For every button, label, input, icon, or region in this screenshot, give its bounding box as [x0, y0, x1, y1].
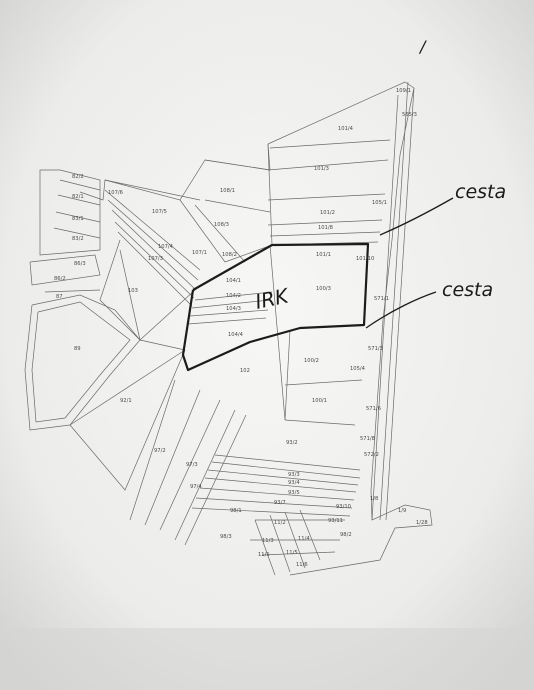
- parcel-label: 11/3: [262, 538, 274, 544]
- road-label-1: cesta: [455, 181, 506, 203]
- parcel-label: 100/1: [312, 398, 327, 404]
- parcel-label: 97/4: [190, 484, 202, 490]
- parcel-label: 11/2: [274, 520, 286, 526]
- parcel-label: 571/6: [366, 406, 381, 412]
- parcel-label: 101/2: [320, 210, 335, 216]
- parcel-label: 93/4: [288, 480, 300, 486]
- parcel-label: 97/3: [186, 462, 198, 468]
- parcel-label: 105/1: [372, 200, 387, 206]
- parcel-lines: [24, 81, 433, 576]
- parcel-label: 101/3: [314, 166, 329, 172]
- parcel-label: 102: [240, 368, 250, 374]
- parcel-label: 104/4: [228, 332, 244, 338]
- parcel-label: 571/1: [374, 296, 389, 302]
- parcel-label: 82/2: [72, 174, 84, 180]
- parcel-label: 105/4: [350, 366, 366, 372]
- parcel-label: 83/2: [72, 236, 84, 242]
- parcel-label: 86/2: [54, 276, 66, 282]
- parcel-label: 86/3: [74, 261, 86, 267]
- road-arrow-2: [365, 291, 437, 329]
- parcel-label: 104/2: [226, 293, 241, 299]
- parcel-label: 107/5: [152, 209, 167, 215]
- parcel-label: 11/4: [298, 536, 310, 542]
- parcel-label: 82/1: [72, 194, 84, 200]
- parcel-label: 1/8: [370, 496, 378, 502]
- parcel-label: 93/5: [288, 490, 300, 496]
- parcel-label: 93/11: [328, 518, 343, 524]
- parcel-label: 107/4: [158, 244, 174, 250]
- parcel-label: 101/10: [356, 256, 374, 262]
- parcel-label: 1/28: [416, 520, 428, 526]
- parcel-label: 104/3: [226, 306, 241, 312]
- road-label-2: cesta: [442, 279, 493, 301]
- parcel-label: 1/9: [398, 508, 406, 514]
- parcel-label: 100/2: [304, 358, 319, 364]
- parcel-label: 107/6: [108, 190, 123, 196]
- parcel-label: 93/7: [274, 500, 286, 506]
- parcel-label: 98/1: [230, 508, 242, 514]
- parcel-number-labels: 109/1 101/4 101/3 101/2 101/8 101/1 100/…: [54, 88, 428, 568]
- screen-bottom-shade: [0, 628, 534, 690]
- parcel-label: 92/1: [120, 398, 132, 404]
- parcel-label: 93/3: [288, 472, 300, 478]
- parcel-label: 108/2: [222, 252, 237, 258]
- corner-mark: /: [418, 37, 427, 56]
- marked-parcel-outline: [181, 242, 370, 372]
- parcel-label: 565/3: [402, 112, 417, 118]
- parcel-label: 104/1: [226, 278, 241, 284]
- parcel-label: 98/3: [220, 534, 232, 540]
- parcel-label: 93/10: [336, 504, 351, 510]
- parcel-label: 572/2: [364, 452, 379, 458]
- parcel-label: 93/2: [286, 440, 298, 446]
- parcel-label: 103: [128, 288, 138, 294]
- parcel-label: 100/3: [316, 286, 331, 292]
- parcel-label: 11/1: [258, 552, 270, 558]
- parcel-label: 97/2: [154, 448, 166, 454]
- parcel-label: 101/1: [316, 252, 331, 258]
- parcel-label: 98/2: [340, 532, 352, 538]
- parcel-label: 11/5: [286, 550, 298, 556]
- parcel-label: 107/1: [192, 250, 207, 256]
- parcel-label: 87: [56, 294, 63, 300]
- road-arrow-1: [379, 197, 454, 236]
- parcel-label: 571/8: [360, 436, 375, 442]
- parcel-label: 11/6: [296, 562, 308, 568]
- parcel-label: 101/4: [338, 126, 354, 132]
- parcel-label: 89: [74, 346, 81, 352]
- parcel-label: 108/3: [214, 222, 229, 228]
- parcel-label: 107/3: [148, 256, 163, 262]
- parcel-label: 108/1: [220, 188, 235, 194]
- parcel-label: 83/1: [72, 216, 84, 222]
- parcel-label: 109/1: [396, 88, 411, 94]
- parcel-label: 101/8: [318, 225, 333, 231]
- parcel-label: 571/3: [368, 346, 383, 352]
